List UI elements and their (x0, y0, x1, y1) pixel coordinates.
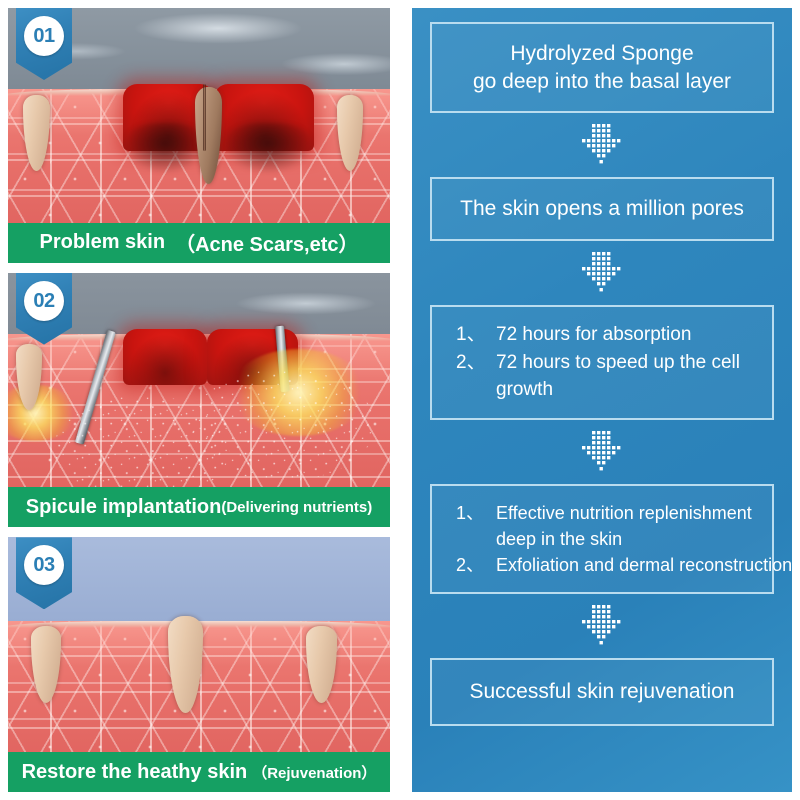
step-panel-02: 02 Spicule implantation (Delivering nutr… (8, 272, 390, 528)
flow-box-line: go deep into the basal layer (472, 69, 732, 93)
list-marker: 2、 (456, 554, 485, 575)
list-text: 72 hours for absorption (496, 324, 692, 346)
step-caption-02: Spicule implantation (Delivering nutrien… (8, 487, 390, 528)
step-badge-ribbon-icon: 02 (24, 280, 64, 321)
scar-neck-center (202, 84, 206, 151)
flow-list-item: 1、 72 hours for absorption (444, 321, 691, 349)
list-marker: 1、 (456, 502, 485, 523)
list-text: deep in the skin (496, 528, 623, 549)
caption-sub-text: （Rejuvenation） (252, 764, 377, 782)
step-number-label: 02 (33, 289, 55, 312)
caption-sub-text: (Delivering nutrients) (221, 498, 373, 516)
caption-sub-text: （Acne Scars,etc） (175, 234, 359, 257)
flow-list-item-continuation: growth (444, 376, 553, 404)
step-badge-ribbon-icon: 03 (24, 545, 64, 586)
flow-box-absorption-timing: 1、 72 hours for absorption 2、 72 hours t… (430, 305, 774, 420)
dotted-down-arrow-icon (576, 603, 628, 649)
flow-box-successful-rejuvenation: Successful skin rejuvenation (430, 658, 774, 726)
dotted-down-arrow-icon (576, 429, 628, 475)
flow-box-hydrolyzed-sponge: Hydrolyzed Sponge go deep into the basal… (430, 22, 774, 114)
flow-list-item: 2、 72 hours to speed up the cell (444, 349, 740, 377)
flow-list-item: 1、 Effective nutrition replenishment (444, 500, 752, 526)
skin-illustration-problem (8, 8, 390, 263)
step-number-label: 03 (33, 554, 55, 577)
step-badge-01: 01 (16, 8, 72, 80)
caption-main-text: Problem skin (39, 231, 166, 254)
step-badge-02: 02 (16, 272, 72, 345)
flow-list-item-continuation: deep in the skin (444, 526, 622, 552)
caption-main-text: Spicule implantation (25, 495, 222, 518)
dotted-down-arrow-icon (576, 250, 628, 296)
list-text: growth (496, 379, 554, 401)
step-badge-03: 03 (16, 537, 72, 610)
flow-box-pores-open: The skin opens a million pores (430, 177, 774, 242)
nutrient-spray-right (191, 369, 375, 482)
acne-shadow-right (221, 122, 314, 174)
process-flow-column: Hydrolyzed Sponge go deep into the basal… (412, 8, 792, 792)
caption-main-text: Restore the heathy skin (21, 760, 248, 783)
step-caption-03: Restore the heathy skin （Rejuvenation） (8, 752, 390, 793)
flow-box-line: Successful skin rejuvenation (469, 680, 735, 704)
list-marker: 1、 (456, 324, 486, 346)
dotted-down-arrow-icon (576, 122, 628, 168)
flow-list-item: 2、 Exfoliation and dermal reconstruction (444, 552, 792, 578)
step-panel-01: 01 Problem skin （Acne Scars,etc） (8, 8, 390, 263)
step-caption-01: Problem skin （Acne Scars,etc） (8, 222, 390, 263)
list-marker: 2、 (456, 351, 486, 373)
steps-column: 01 Problem skin （Acne Scars,etc） (8, 8, 390, 793)
list-text: Effective nutrition replenishment (496, 502, 752, 523)
step-badge-ribbon-icon: 01 (24, 16, 64, 56)
flow-box-line: Hydrolyzed Sponge (510, 42, 694, 65)
acne-lesion-left (122, 328, 207, 385)
flow-box-line: The skin opens a million pores (460, 197, 744, 221)
step-number-label: 01 (33, 25, 55, 47)
list-text: Exfoliation and dermal reconstruction (496, 554, 793, 575)
acne-shadow-left (122, 122, 207, 174)
step-panel-03: 03 Restore the heathy skin （Rejuvenation… (8, 537, 390, 793)
list-text: 72 hours to speed up the cell (496, 351, 741, 373)
flow-box-nutrition-exfoliation: 1、 Effective nutrition replenishment dee… (430, 483, 792, 595)
